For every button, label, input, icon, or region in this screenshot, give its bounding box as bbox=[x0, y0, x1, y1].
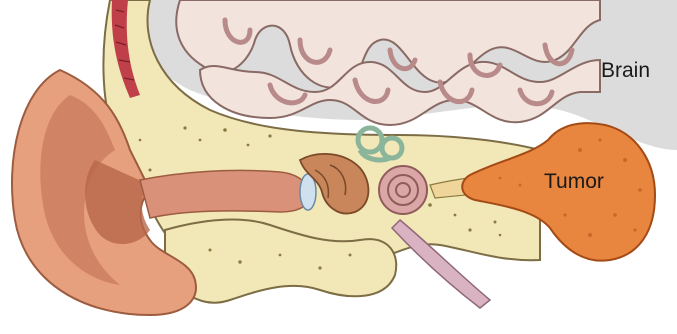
brain-label: Brain bbox=[601, 59, 650, 82]
cochlea bbox=[379, 166, 427, 214]
ear-canal bbox=[140, 170, 310, 218]
tumor-label: Tumor bbox=[544, 170, 604, 193]
